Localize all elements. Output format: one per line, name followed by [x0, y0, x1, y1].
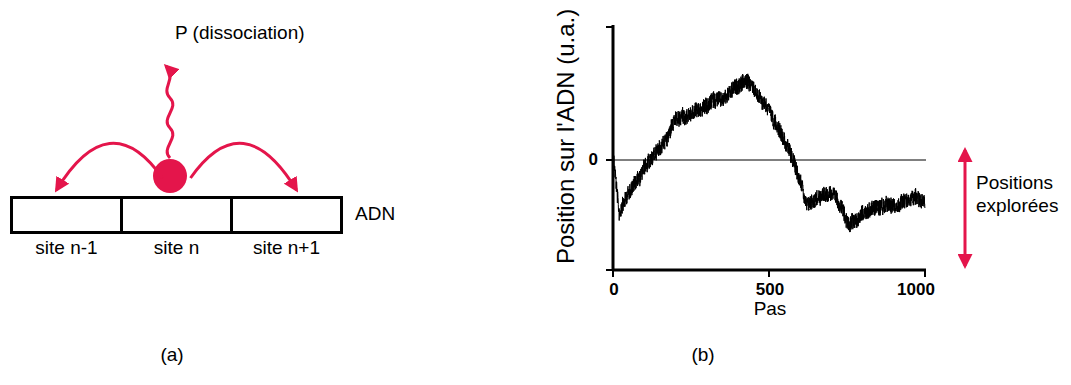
- tick-label: 1000: [897, 280, 935, 300]
- sliding-arrow: [191, 143, 297, 190]
- chart-axes: [606, 25, 926, 277]
- panel-letter: (a): [160, 344, 183, 367]
- axis-title: Pas: [754, 298, 787, 321]
- tick-label: 500: [756, 280, 784, 300]
- site-label: site n-1: [35, 237, 97, 259]
- tick-label: 0: [609, 280, 618, 300]
- random-walk-trace: [613, 74, 925, 232]
- protein-dot: [153, 159, 187, 193]
- site-label: site n: [154, 237, 199, 259]
- axis-title: Position sur l'ADN (u.a.): [553, 8, 582, 263]
- site-label: site n+1: [253, 237, 320, 259]
- dissociation-label: P (dissociation): [175, 22, 305, 45]
- range-arrow: [964, 150, 967, 266]
- dna-site-box: site n: [120, 196, 233, 234]
- dna-site-box: site n+1: [230, 196, 343, 234]
- tick-label: 0: [589, 150, 598, 170]
- range-label: Positions explorées: [976, 172, 1068, 218]
- sliding-arrow: [57, 143, 163, 190]
- strand-label: ADN: [355, 203, 395, 226]
- panel-letter: (b): [691, 344, 714, 367]
- dna-site-box: site n-1: [10, 196, 123, 234]
- dissociation-arrow: [166, 66, 173, 158]
